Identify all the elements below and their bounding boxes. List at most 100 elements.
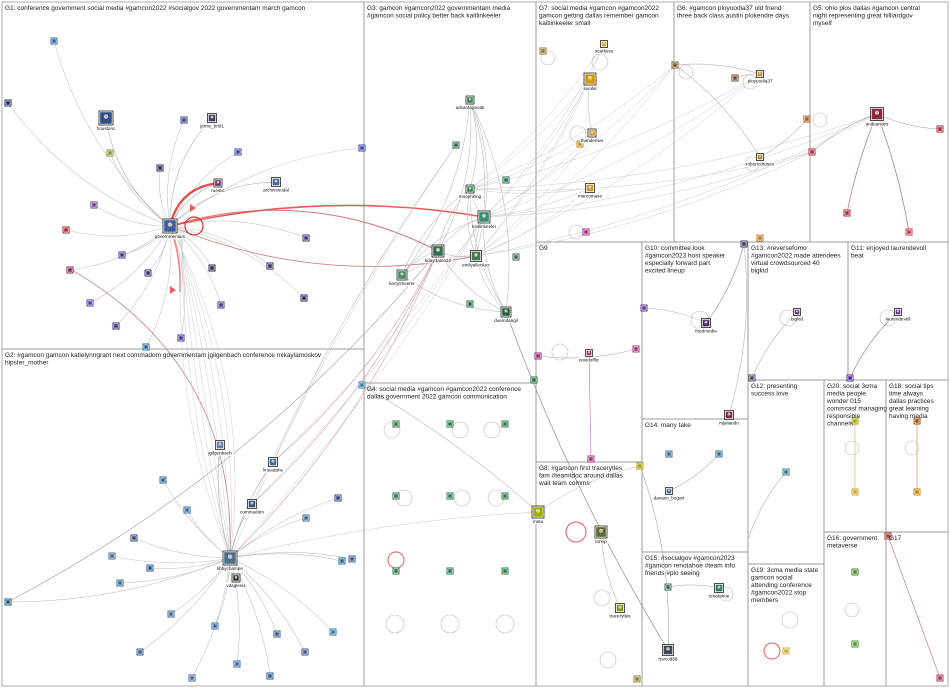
- graph-node[interactable]: [632, 345, 640, 353]
- node-thanderiwo[interactable]: thanderiwo: [579, 128, 605, 144]
- graph-node[interactable]: [803, 115, 811, 123]
- graph-node[interactable]: [144, 269, 152, 277]
- graph-node[interactable]: [392, 567, 400, 575]
- graph-node[interactable]: [90, 201, 98, 209]
- graph-node[interactable]: [302, 514, 310, 522]
- graph-node[interactable]: [851, 488, 859, 496]
- graph-node[interactable]: [106, 149, 114, 157]
- node-scarkess[interactable]: scarkess: [594, 40, 615, 54]
- graph-node[interactable]: [188, 674, 196, 682]
- graph-node[interactable]: [156, 164, 164, 172]
- node-jamie-bri01[interactable]: jamie_bri01: [198, 113, 226, 129]
- graph-node[interactable]: [177, 334, 185, 342]
- graph-node[interactable]: [582, 228, 590, 236]
- node-vdaglenis[interactable]: vdaglenis: [225, 573, 248, 589]
- graph-node[interactable]: [884, 532, 892, 540]
- graph-node[interactable]: [501, 567, 509, 575]
- graph-node[interactable]: [211, 622, 219, 630]
- node-thedmedia[interactable]: thedmedia: [694, 318, 718, 334]
- graph-node[interactable]: [217, 301, 225, 309]
- node-novidofflic[interactable]: novidofflic: [578, 349, 601, 363]
- graph-node[interactable]: [302, 234, 310, 242]
- graph-node[interactable]: [501, 420, 509, 428]
- node-robertcdrosev[interactable]: robertcdrosev: [745, 153, 776, 167]
- graph-node[interactable]: [446, 420, 454, 428]
- graph-node[interactable]: [167, 610, 175, 618]
- graph-node[interactable]: [756, 234, 764, 242]
- graph-node[interactable]: [587, 455, 595, 463]
- graph-node[interactable]: [300, 294, 308, 302]
- node-meta[interactable]: meta: [531, 505, 545, 525]
- node-ruestic[interactable]: ruestic: [210, 178, 227, 194]
- graph-node[interactable]: [392, 492, 400, 500]
- node-duemdangil[interactable]: duemdangil: [493, 306, 519, 324]
- graph-node[interactable]: [66, 266, 74, 274]
- graph-node[interactable]: [748, 374, 756, 382]
- graph-node[interactable]: [62, 226, 70, 234]
- graph-node[interactable]: [329, 628, 337, 636]
- graph-node[interactable]: [501, 492, 509, 500]
- graph-node[interactable]: [233, 660, 241, 668]
- graph-node[interactable]: [142, 343, 150, 351]
- graph-node[interactable]: [358, 381, 366, 389]
- graph-node[interactable]: [534, 352, 542, 360]
- node-kaitlinkeeler[interactable]: kaitlinkeeler: [471, 210, 498, 230]
- graph-node[interactable]: [664, 583, 672, 591]
- graph-node[interactable]: [913, 488, 921, 496]
- graph-node[interactable]: [530, 376, 538, 384]
- graph-node[interactable]: [539, 47, 547, 55]
- graph-node[interactable]: [446, 567, 454, 575]
- node-jgilgenbach[interactable]: jgilgenbach: [206, 440, 233, 456]
- graph-node[interactable]: [4, 99, 12, 107]
- graph-node[interactable]: [846, 374, 854, 382]
- node-kdaydaton22[interactable]: kdaydaton22: [424, 244, 453, 264]
- graph-node[interactable]: [512, 253, 520, 261]
- graph-node[interactable]: [136, 648, 144, 656]
- node-renotahoe[interactable]: renotahoe: [707, 583, 731, 599]
- graph-node[interactable]: [633, 675, 641, 683]
- graph-node[interactable]: [446, 492, 454, 500]
- graph-node[interactable]: [636, 462, 644, 470]
- node-rpvcod58[interactable]: rpvcod58: [657, 644, 679, 662]
- node-andeandes[interactable]: andeandes: [864, 107, 890, 127]
- graph-node[interactable]: [208, 264, 216, 272]
- node-luvalal[interactable]: luvalal: [582, 72, 598, 92]
- graph-node[interactable]: [808, 148, 816, 156]
- node-archivesodal[interactable]: archivesodal: [262, 177, 290, 193]
- graph-node[interactable]: [452, 141, 460, 149]
- graph-node[interactable]: [671, 61, 679, 69]
- node-commadom[interactable]: commadom: [239, 499, 265, 515]
- node-tornip[interactable]: tornip: [594, 525, 608, 545]
- graph-node[interactable]: [348, 555, 356, 563]
- node-kerrysheerer[interactable]: kerrysheerer: [388, 269, 417, 287]
- graph-node[interactable]: [843, 209, 851, 217]
- graph-node[interactable]: [392, 420, 400, 428]
- graph-node[interactable]: [108, 552, 116, 560]
- graph-node[interactable]: [936, 125, 944, 133]
- graph-node[interactable]: [466, 300, 474, 308]
- graph-node[interactable]: [740, 240, 748, 248]
- graph-node[interactable]: [4, 598, 12, 606]
- graph-node[interactable]: [338, 557, 346, 565]
- graph-node[interactable]: [782, 468, 790, 476]
- node-mjaliando[interactable]: mjaliando: [718, 410, 741, 426]
- graph-node[interactable]: [334, 494, 342, 502]
- graph-node[interactable]: [180, 116, 188, 124]
- graph-node[interactable]: [116, 579, 124, 587]
- node-advantageoak[interactable]: advantageoak: [454, 95, 486, 111]
- graph-node[interactable]: [913, 417, 921, 425]
- graph-node[interactable]: [266, 262, 274, 270]
- graph-node[interactable]: [146, 564, 154, 572]
- graph-node[interactable]: [130, 534, 138, 542]
- graph-node[interactable]: [782, 647, 790, 655]
- node-ployuodia37[interactable]: ployuodia37: [746, 70, 774, 84]
- graph-node[interactable]: [665, 450, 673, 458]
- graph-node[interactable]: [905, 228, 913, 236]
- graph-node[interactable]: [502, 176, 510, 184]
- graph-node[interactable]: [301, 648, 309, 656]
- graph-node[interactable]: [86, 299, 94, 307]
- graph-node[interactable]: [112, 322, 120, 330]
- graph-node[interactable]: [851, 640, 859, 648]
- graph-node[interactable]: [234, 148, 242, 156]
- graph-node[interactable]: [266, 672, 274, 680]
